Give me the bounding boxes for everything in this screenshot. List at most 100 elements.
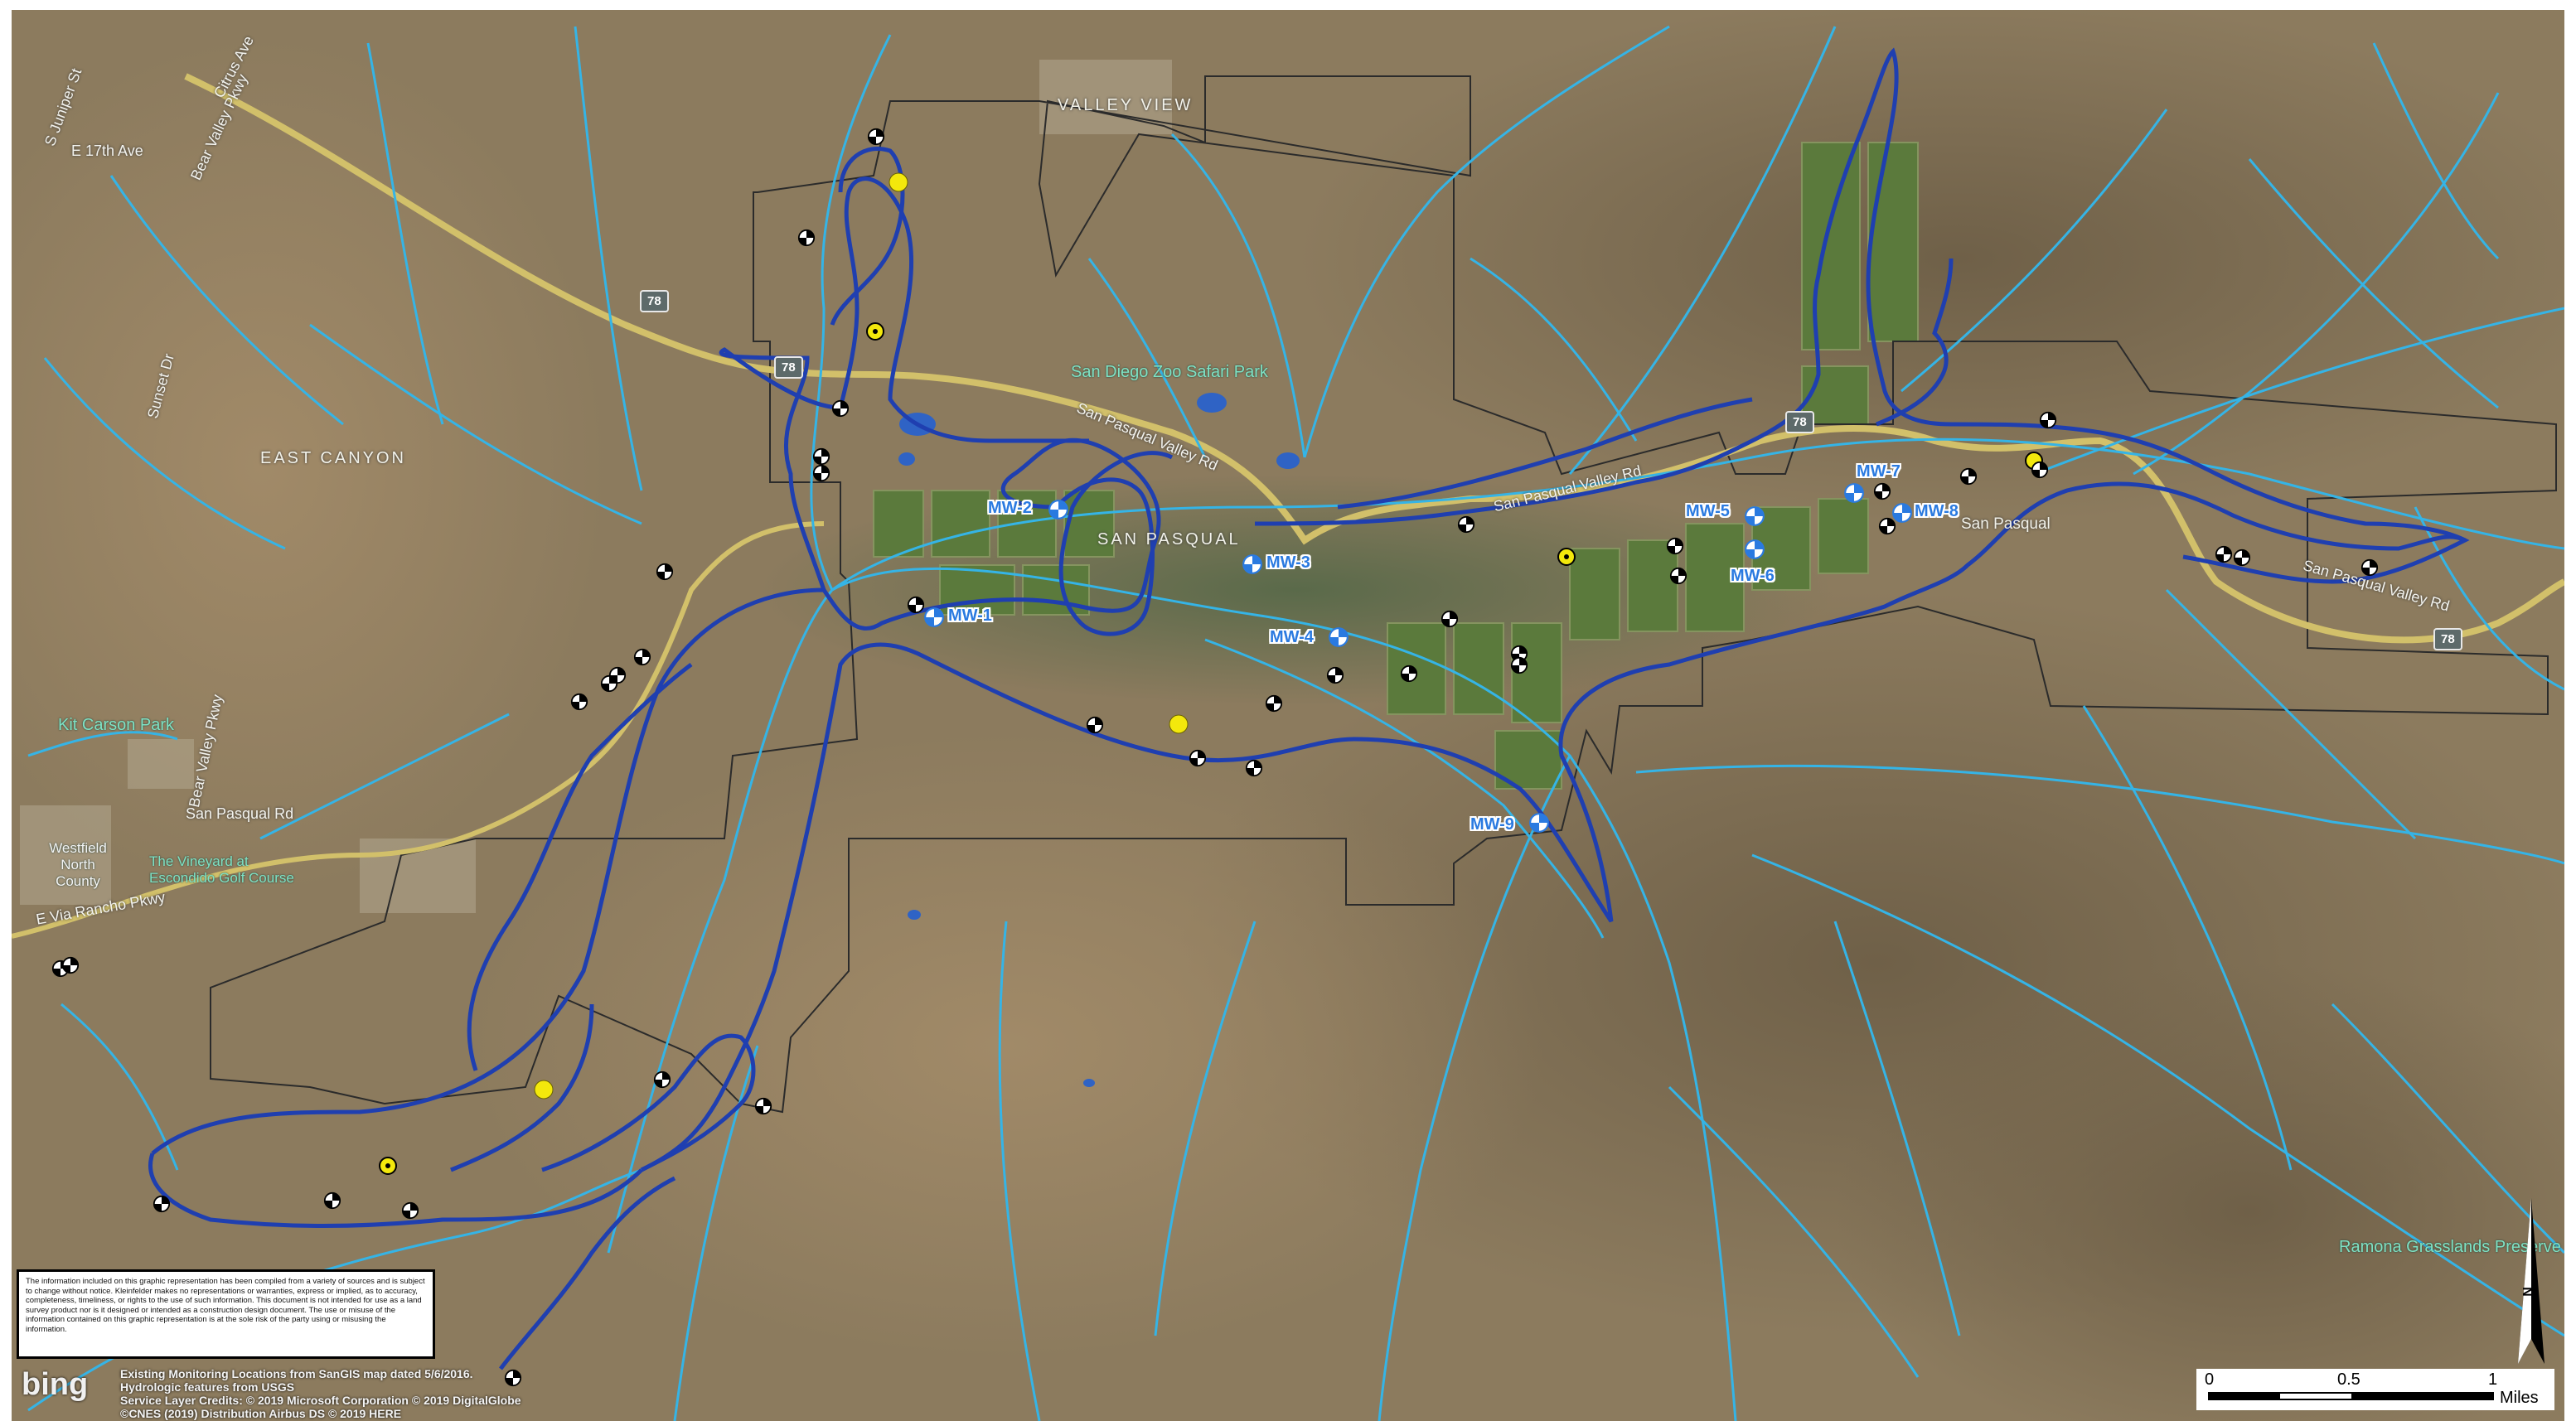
existing-well-icon — [323, 1191, 341, 1210]
map-svg — [12, 10, 2564, 1421]
bing-logo: bing — [22, 1367, 89, 1402]
existing-well-icon — [633, 648, 651, 666]
scale-bar: 0 0.5 1 Miles — [2196, 1369, 2554, 1410]
label-valley-view: VALLEY VIEW — [1058, 96, 1194, 114]
existing-well-icon — [653, 1071, 671, 1089]
existing-well-icon — [1873, 482, 1891, 500]
mw-4-icon — [1329, 627, 1349, 647]
disclaimer-text: The information included on this graphic… — [26, 1277, 425, 1334]
label-east-canyon: EAST CANYON — [260, 449, 406, 467]
label-mw-9[interactable]: MW-9 — [1470, 815, 1514, 834]
map-credits: Existing Monitoring Locations from SanGI… — [120, 1367, 521, 1420]
yellow-site-5 — [534, 1080, 554, 1100]
existing-well-icon — [1086, 716, 1104, 734]
label-san-pasqual: SAN PASQUAL — [1097, 530, 1241, 549]
existing-well-icon — [867, 128, 885, 146]
existing-well-icon — [656, 563, 674, 581]
scale-unit: Miles — [2500, 1389, 2539, 1407]
existing-well-icon — [2215, 545, 2233, 563]
existing-well-icon — [831, 399, 850, 418]
existing-well-icon — [1878, 517, 1896, 535]
urban-blocks — [20, 60, 1172, 913]
label-ramona-grasslands: Ramona Grasslands Preserve — [2339, 1238, 2561, 1256]
route-78-shield-2: 78 — [774, 356, 803, 379]
scale-tick-1: 1 — [2488, 1370, 2498, 1389]
label-mw-1[interactable]: MW-1 — [948, 607, 992, 625]
existing-well-icon — [754, 1097, 772, 1115]
label-mw-3[interactable]: MW-3 — [1266, 553, 1310, 572]
yellow-site-3 — [1169, 714, 1189, 734]
north-label: N — [2520, 1287, 2535, 1297]
mw-8-icon — [1892, 503, 1912, 523]
label-mw-8[interactable]: MW-8 — [1915, 502, 1959, 520]
mw-7-icon — [1844, 483, 1864, 503]
label-mw-7[interactable]: MW-7 — [1857, 462, 1901, 481]
existing-well-icon — [1245, 759, 1263, 777]
existing-well-icon — [1669, 567, 1687, 585]
label-kit-carson-park: Kit Carson Park — [58, 716, 175, 734]
terrain-urban-west — [12, 35, 608, 897]
credit-line-2: Hydrologic features from USGS — [120, 1380, 295, 1394]
route-78-shield-3: 78 — [1785, 411, 1814, 433]
scale-bar-graphic — [2208, 1392, 2494, 1400]
mw-2-icon — [1048, 500, 1068, 520]
existing-well-icon — [907, 596, 925, 614]
existing-well-icon — [1510, 656, 1528, 674]
existing-well-icon — [1959, 467, 1978, 486]
existing-well-icon — [600, 674, 618, 693]
existing-well-icon — [1441, 610, 1459, 628]
yellow-site-1 — [889, 172, 908, 192]
credit-line-4: ©CNES (2019) Distribution Airbus DS © 20… — [120, 1407, 402, 1420]
highway-78 — [184, 73, 2564, 644]
label-mw-5[interactable]: MW-5 — [1686, 502, 1730, 520]
terrain-mountains-se — [1835, 963, 2564, 1421]
yellow-site-4-dot — [1564, 554, 1569, 559]
label-westfield: Westfield North County — [49, 840, 107, 889]
credit-line-1: Existing Monitoring Locations from SanGI… — [120, 1367, 473, 1380]
mw-1-icon — [924, 607, 944, 627]
existing-well-icon — [1666, 537, 1684, 555]
existing-well-icon — [153, 1195, 171, 1213]
mw-9-icon — [1529, 813, 1549, 833]
route-78-shield-1: 78 — [640, 290, 669, 312]
existing-well-icon — [1400, 665, 1418, 683]
label-e17th-ave: E 17th Ave — [71, 143, 143, 159]
scale-tick-half: 0.5 — [2337, 1370, 2361, 1389]
yellow-site-2-dot — [873, 329, 878, 334]
existing-well-icon — [61, 956, 80, 974]
label-mw-2[interactable]: MW-2 — [988, 499, 1032, 517]
disclaimer-box: The information included on this graphic… — [17, 1269, 435, 1359]
existing-well-icon — [1265, 694, 1283, 713]
label-vineyard: The Vineyard at Escondido Golf Course — [149, 853, 294, 886]
floodplain — [148, 47, 2470, 1370]
north-arrow — [2518, 1198, 2545, 1364]
streams — [27, 25, 2564, 1421]
existing-well-icon — [570, 693, 588, 711]
label-mw-4[interactable]: MW-4 — [1270, 628, 1314, 646]
label-san-pasqual-town: San Pasqual — [1961, 515, 2051, 533]
road-san-pasqual — [12, 521, 825, 939]
existing-well-icon — [812, 464, 830, 482]
label-safari-park: San Diego Zoo Safari Park — [1071, 363, 1268, 381]
existing-well-icon — [2031, 461, 2049, 479]
existing-well-icon — [1457, 515, 1475, 534]
existing-well-icon — [797, 229, 816, 247]
scale-tick-0: 0 — [2205, 1370, 2215, 1389]
label-mw-6[interactable]: MW-6 — [1731, 567, 1775, 585]
existing-well-icon — [812, 447, 830, 466]
label-san-pasqual-rd: San Pasqual Rd — [186, 805, 294, 822]
mw-6-icon — [1745, 539, 1765, 559]
mw-5-icon — [1745, 506, 1765, 526]
existing-well-icon — [401, 1201, 419, 1220]
study-area-boundary — [210, 75, 2557, 1114]
existing-well-icon — [2039, 411, 2057, 429]
route-78-shield-4: 78 — [2433, 628, 2462, 650]
agricultural-fields — [873, 142, 1919, 790]
terrain-flat-south — [467, 731, 1545, 1361]
mw-3-icon — [1242, 554, 1262, 574]
map-canvas[interactable]: VALLEY VIEW EAST CANYON SAN PASQUAL San … — [12, 10, 2564, 1421]
existing-well-icon — [2233, 549, 2251, 567]
existing-well-icon — [1189, 749, 1207, 767]
existing-well-icon — [1326, 666, 1344, 684]
yellow-site-6-dot — [385, 1163, 390, 1168]
